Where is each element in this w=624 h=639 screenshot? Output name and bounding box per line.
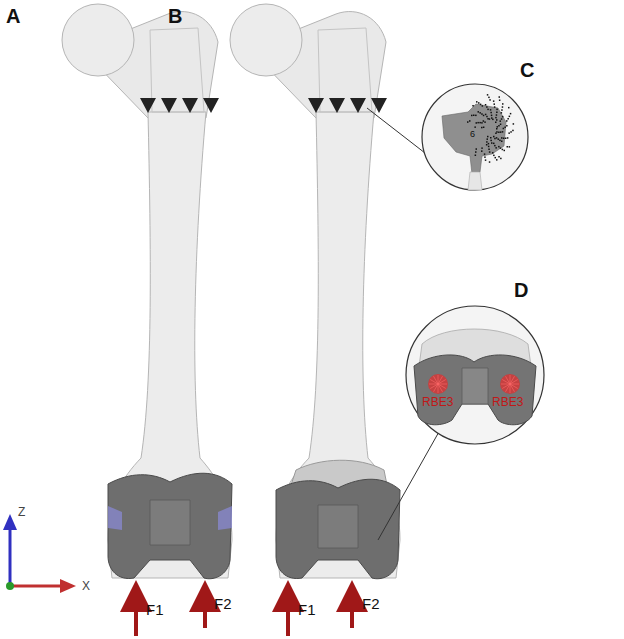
inset-circle: DRBE3RBE3 [404,304,546,446]
element-label: RBE3 [492,396,523,408]
axis-label: Z [18,506,25,518]
node-number: 6 [470,130,475,139]
panel-letter: A [6,6,20,26]
panel-letter: D [514,280,528,300]
element-label: RBE3 [422,396,453,408]
axis-label: X [82,580,90,592]
panel-letter: B [168,6,182,26]
force-label: F1 [146,602,164,617]
force-label: F2 [362,596,380,611]
inset-circle: C6 [420,82,530,192]
inset-outline [404,304,546,446]
panel-letter: C [520,60,534,80]
force-label: F2 [214,596,232,611]
force-label: F1 [298,602,316,617]
